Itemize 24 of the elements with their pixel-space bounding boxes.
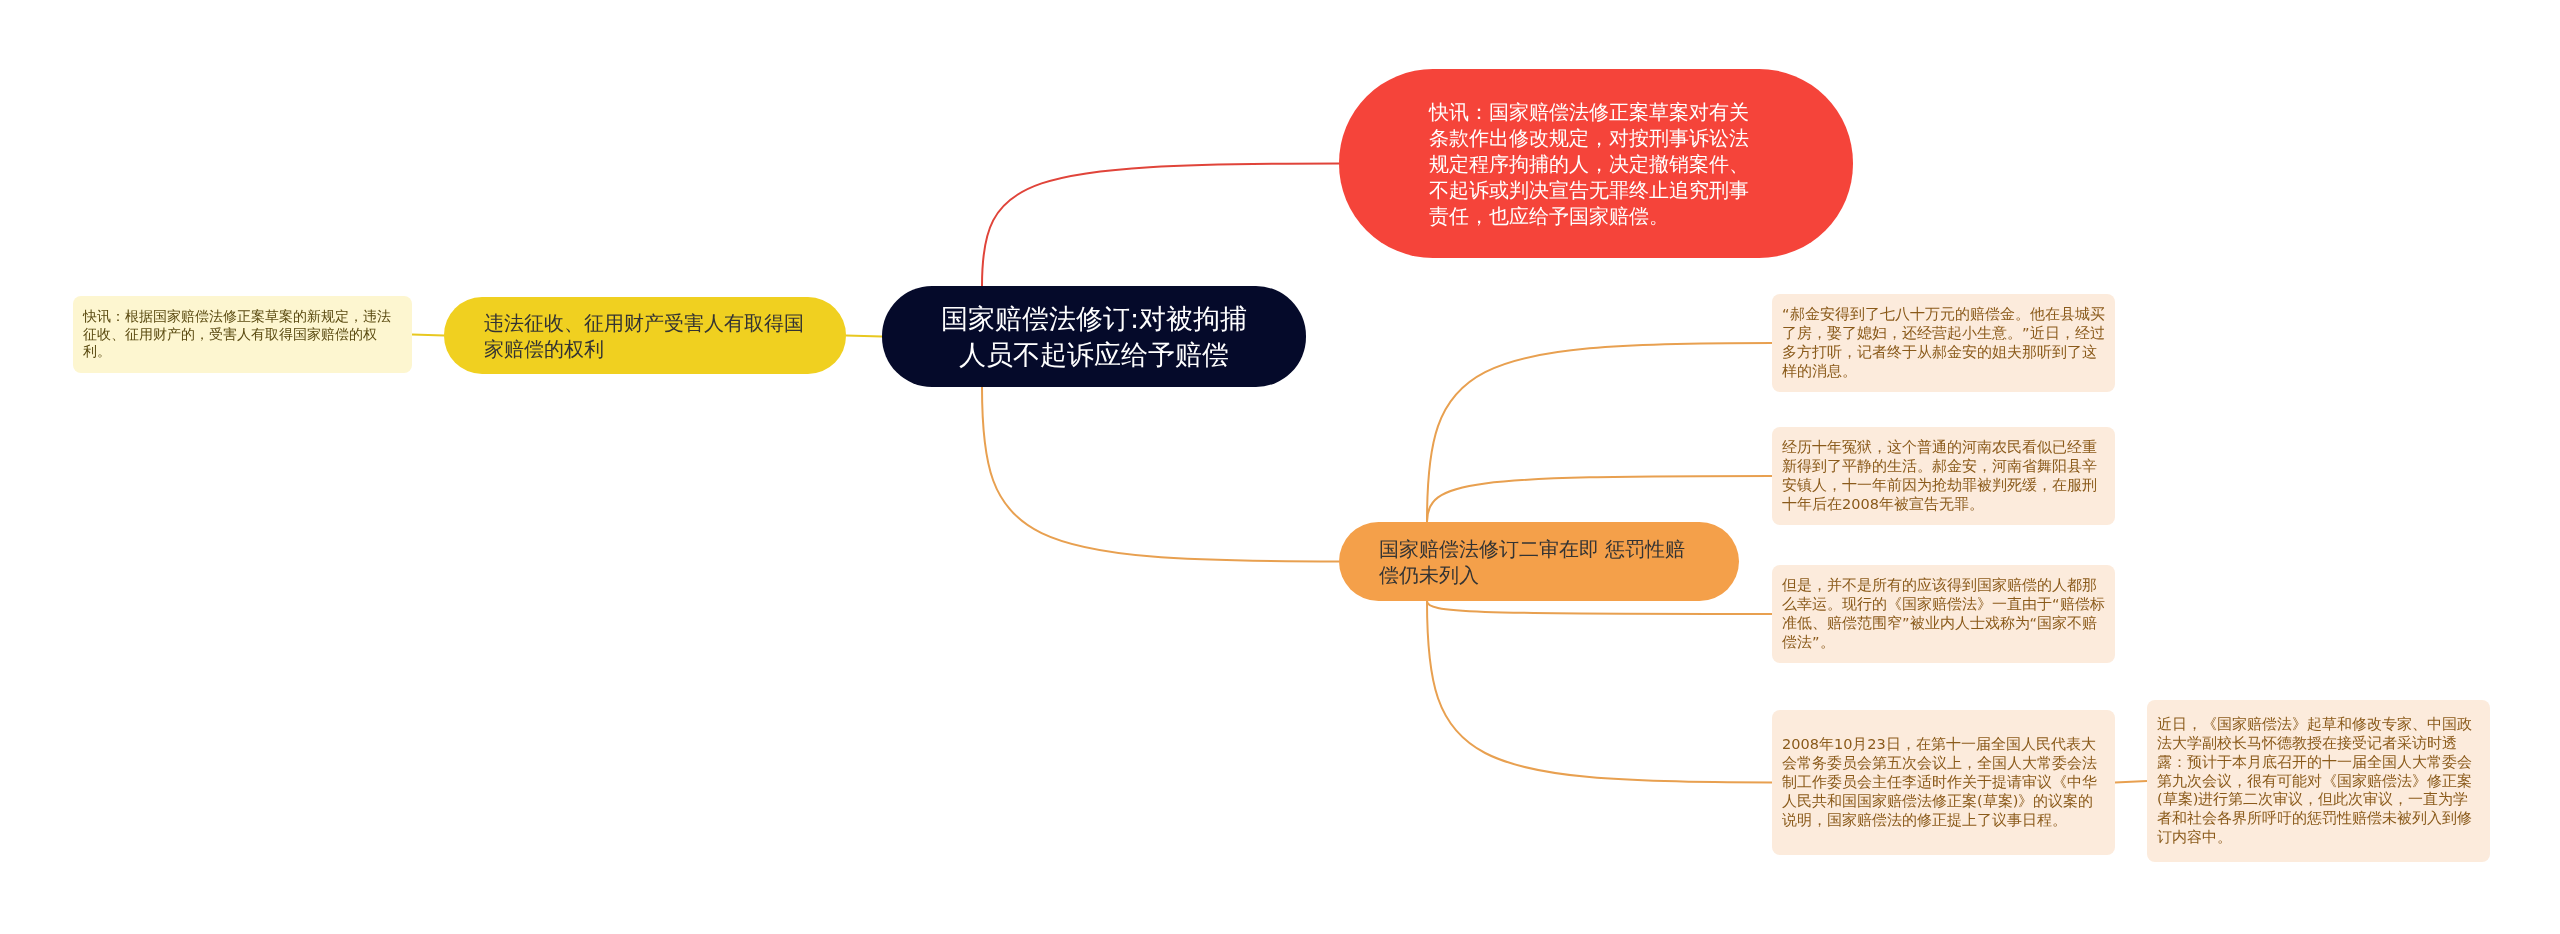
node-text: 快讯：国家赔偿法修正案草案对有关条款作出修改规定，对按刑事诉讼法规定程序拘捕的人，决定撤销案件、不起诉或判决宣告无罪终止追究刑事责任，也应给予国家赔偿。 xyxy=(1429,98,1750,229)
note-card xyxy=(1772,710,2115,855)
note-card xyxy=(2147,700,2490,862)
node-text: 2008年10月23日，在第十一届全国人民代表大会常务委员会第五次会议上，全国人大常委会法制工作委员会主任李适时作关于提请审议《中华人民共和国国家赔偿法修正案(草案)》的议案的说明，国家赔偿法的修正提上了议事日程。 xyxy=(1782,735,2098,830)
note-card xyxy=(1772,427,2115,525)
node-text: 国家赔偿法修订:对被拘捕人员不起诉应给予赔偿 xyxy=(939,302,1249,372)
node-text: 但是，并不是所有的应该得到国家赔偿的人都那么幸运。现行的《国家赔偿法》一直由于“赔偿标准低、赔偿范围窄”被业内人士戏称为“国家不赔偿法”。 xyxy=(1782,576,2105,652)
node-text: 快讯：根据国家赔偿法修正案草案的新规定，违法征收、征用财产的，受害人有取得国家赔偿的权利。 xyxy=(83,308,392,361)
connector-line xyxy=(845,334,883,338)
note-card xyxy=(1772,294,2115,392)
connector-line xyxy=(981,162,1340,287)
note-card xyxy=(1772,565,2115,663)
node-text: 国家赔偿法修订二审在即 惩罚性赔偿仍未列入 xyxy=(1379,535,1687,588)
node-text: 近日，《国家赔偿法》起草和修改专家、中国政法大学副校长马怀德教授在接受记者采访时透露：预计于本月底召开的十一届全国人大常委会第九次会议，很有可能对《国家赔偿法》修正案(草案)进行第二次审议，但此次审议，一直为学者和社会各界所呼吁的惩罚性赔偿未被列入到修订内容中。 xyxy=(2157,715,2473,847)
connector-line xyxy=(2114,780,2148,784)
connector-line xyxy=(1426,600,1773,784)
connector-line xyxy=(1426,475,1773,523)
node-text: “郝金安得到了七八十万元的赔偿金。他在县城买了房，娶了媳妇，还经营起小生意。”近日，经过多方打听，记者终于从郝金安的姐夫那听到了这样的消息。 xyxy=(1782,305,2105,381)
node-text: 经历十年冤狱，这个普通的河南农民看似已经重新得到了平静的生活。郝金安，河南省舞阳县辛安镇人，十一年前因为抢劫罪被判死缓，在服刑十年后在2008年被宣告无罪。 xyxy=(1782,438,2098,514)
note-card xyxy=(73,296,412,373)
connector-line xyxy=(411,333,445,337)
connector-line xyxy=(1426,600,1773,615)
connector-line xyxy=(981,386,1340,563)
node-text: 违法征收、征用财产受害人有取得国家赔偿的权利 xyxy=(484,309,805,362)
